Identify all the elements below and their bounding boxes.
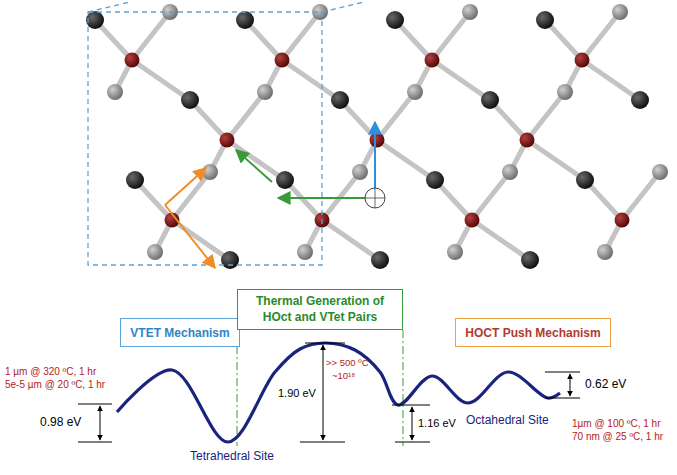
bond xyxy=(322,220,380,260)
mechanism-box: Thermal Generation of HOct and VTet Pair… xyxy=(237,289,403,330)
condition-note: 70 nm @ 25 ºC, 1 hr xyxy=(572,431,663,443)
bond xyxy=(622,172,660,220)
energy-profile-curve xyxy=(117,343,560,442)
bond xyxy=(132,12,170,60)
bond xyxy=(432,60,490,100)
red-atom xyxy=(370,133,385,148)
energy-brackets xyxy=(78,343,580,442)
grey-atom xyxy=(147,244,163,260)
grey-atom xyxy=(202,164,218,180)
grey-atom xyxy=(597,244,613,260)
grey-atom xyxy=(107,84,123,100)
black-atom xyxy=(426,171,444,189)
box-title: Thermal Generation of HOct and VTet Pair… xyxy=(246,294,394,325)
red-atom xyxy=(465,213,480,228)
bond xyxy=(172,172,210,220)
bond xyxy=(472,172,510,220)
red-atom xyxy=(615,213,630,228)
black-atom xyxy=(236,11,254,29)
bond xyxy=(377,140,435,180)
bond xyxy=(582,12,620,60)
bond xyxy=(377,92,415,140)
condition-note: 1µm @ 100 ºC, 1 hr xyxy=(572,418,661,430)
condition-note: >> 500 ºC xyxy=(326,358,369,369)
site-label: Octahedral Site xyxy=(466,414,549,428)
bond xyxy=(432,12,470,60)
unit-cell-outline xyxy=(88,2,364,265)
black-atom xyxy=(371,251,389,269)
bond xyxy=(527,140,585,180)
bond xyxy=(282,12,320,60)
energy-value: 1.90 eV xyxy=(278,387,316,400)
migration-arrows xyxy=(165,122,375,268)
condition-note: 5e-5 µm @ 20 ºC, 1 hr xyxy=(5,379,105,391)
bond xyxy=(322,172,360,220)
grey-atom xyxy=(352,164,368,180)
bond xyxy=(582,60,640,100)
grey-atom xyxy=(462,4,478,20)
grey-atom xyxy=(447,244,463,260)
bond xyxy=(227,140,285,180)
box-title: HOCT Push Mechanism xyxy=(465,326,600,342)
red-atom xyxy=(125,53,140,68)
bond xyxy=(282,60,340,100)
red-atom xyxy=(575,53,590,68)
grey-atom xyxy=(557,84,573,100)
energy-value: 0.98 eV xyxy=(40,416,81,430)
condition-note: ~10¹⁸ xyxy=(332,371,355,382)
black-atom xyxy=(126,171,144,189)
condition-note: 1 µm @ 320 ºC, 1 hr xyxy=(5,366,96,378)
region-dividers xyxy=(237,330,403,446)
grey-atom xyxy=(257,84,273,100)
black-atom xyxy=(536,11,554,29)
grey-atom xyxy=(652,164,668,180)
crystal-lattice xyxy=(86,4,668,269)
red-atom xyxy=(275,53,290,68)
mechanism-box: VTET Mechanism xyxy=(120,318,240,347)
black-atom xyxy=(521,251,539,269)
site-label: Tetrahedral Site xyxy=(190,450,274,464)
black-atom xyxy=(331,91,349,109)
bond xyxy=(227,92,265,140)
black-atom xyxy=(181,91,199,109)
vacancy-symbol xyxy=(365,188,385,208)
grey-atom xyxy=(407,84,423,100)
energy-value: 0.62 eV xyxy=(585,378,626,392)
black-atom xyxy=(481,91,499,109)
black-atom xyxy=(86,11,104,29)
black-atom xyxy=(221,251,239,269)
black-atom xyxy=(386,11,404,29)
red-atom xyxy=(425,53,440,68)
energy-value: 1.16 eV xyxy=(418,417,456,430)
black-atom xyxy=(276,171,294,189)
grey-atom xyxy=(502,164,518,180)
grey-atom xyxy=(612,4,628,20)
box-title: VTET Mechanism xyxy=(130,326,229,342)
black-atom xyxy=(631,91,649,109)
mechanism-box: HOCT Push Mechanism xyxy=(455,318,611,347)
bond xyxy=(472,220,530,260)
bond xyxy=(132,60,190,100)
grey-atom xyxy=(297,244,313,260)
black-atom xyxy=(576,171,594,189)
red-atom xyxy=(220,133,235,148)
red-atom xyxy=(520,133,535,148)
bond xyxy=(527,92,565,140)
